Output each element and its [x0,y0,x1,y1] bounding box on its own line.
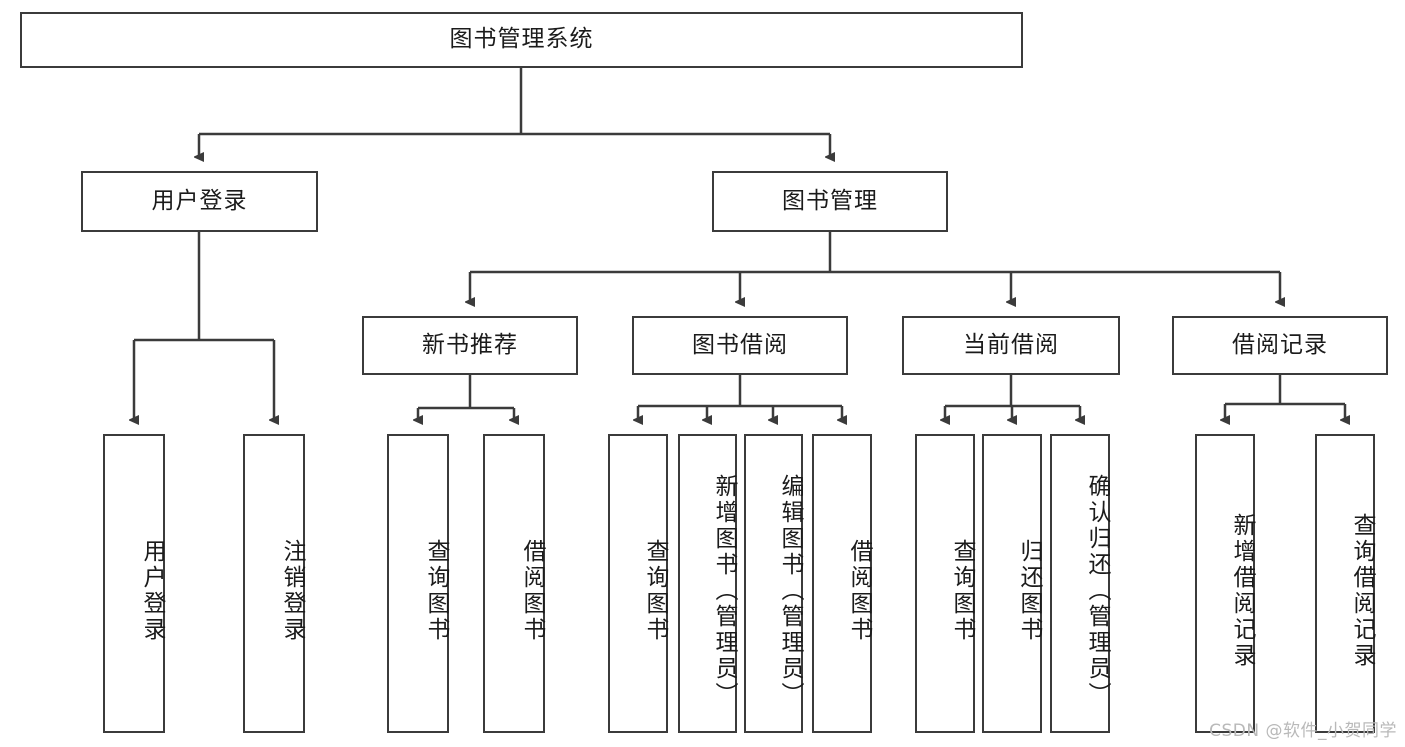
node-leaf-add-book-admin[interactable]: 新增图书（管理员） [678,434,737,733]
node-leaf-user-logout[interactable]: 注销登录 [243,434,305,733]
node-leaf-add-borrow-record-label: 新增借阅记录 [1229,512,1255,669]
node-leaf-add-book-admin-label: 新增图书（管理员） [711,473,737,708]
node-leaf-user-logout-label: 注销登录 [279,538,305,643]
node-leaf-edit-book-admin-label: 编辑图书（管理员） [777,473,803,708]
node-user-login[interactable]: 用户登录 [81,171,318,232]
node-current-borrow[interactable]: 当前借阅 [902,316,1120,375]
node-leaf-return-book-label: 归还图书 [1016,538,1042,643]
node-root-label: 图书管理系统 [449,26,594,53]
node-leaf-query-book-current[interactable]: 查询图书 [915,434,975,733]
node-leaf-query-borrow-record[interactable]: 查询借阅记录 [1315,434,1375,733]
node-book-borrow[interactable]: 图书借阅 [632,316,848,375]
node-leaf-query-book-label: 查询图书 [642,538,668,643]
node-root[interactable]: 图书管理系统 [20,12,1023,68]
node-leaf-borrow-book[interactable]: 借阅图书 [812,434,872,733]
node-leaf-confirm-return-admin-label: 确认归还（管理员） [1084,473,1110,708]
node-leaf-user-login-label: 用户登录 [139,538,165,643]
node-leaf-confirm-return-admin[interactable]: 确认归还（管理员） [1050,434,1110,733]
node-borrow-records[interactable]: 借阅记录 [1172,316,1388,375]
node-book-borrow-label: 图书借阅 [692,331,788,358]
csdn-watermark: CSDN @软件_小贺同学 [1209,721,1397,741]
node-leaf-return-book[interactable]: 归还图书 [982,434,1042,733]
node-leaf-query-book-new[interactable]: 查询图书 [387,434,449,733]
node-leaf-user-login[interactable]: 用户登录 [103,434,165,733]
node-borrow-records-label: 借阅记录 [1232,331,1328,358]
node-leaf-query-book-new-label: 查询图书 [423,538,449,643]
node-leaf-query-book-current-label: 查询图书 [949,538,975,643]
node-new-book-recommend[interactable]: 新书推荐 [362,316,578,375]
node-leaf-borrow-book-new[interactable]: 借阅图书 [483,434,545,733]
node-book-management-label: 图书管理 [782,187,878,214]
node-leaf-edit-book-admin[interactable]: 编辑图书（管理员） [744,434,803,733]
node-book-management[interactable]: 图书管理 [712,171,948,232]
node-current-borrow-label: 当前借阅 [963,331,1059,358]
node-leaf-add-borrow-record[interactable]: 新增借阅记录 [1195,434,1255,733]
node-leaf-query-book[interactable]: 查询图书 [608,434,668,733]
node-new-book-recommend-label: 新书推荐 [422,331,518,358]
node-leaf-borrow-book-new-label: 借阅图书 [519,538,545,643]
node-leaf-borrow-book-label: 借阅图书 [846,538,872,643]
node-leaf-query-borrow-record-label: 查询借阅记录 [1349,512,1375,669]
node-user-login-label: 用户登录 [151,187,248,214]
